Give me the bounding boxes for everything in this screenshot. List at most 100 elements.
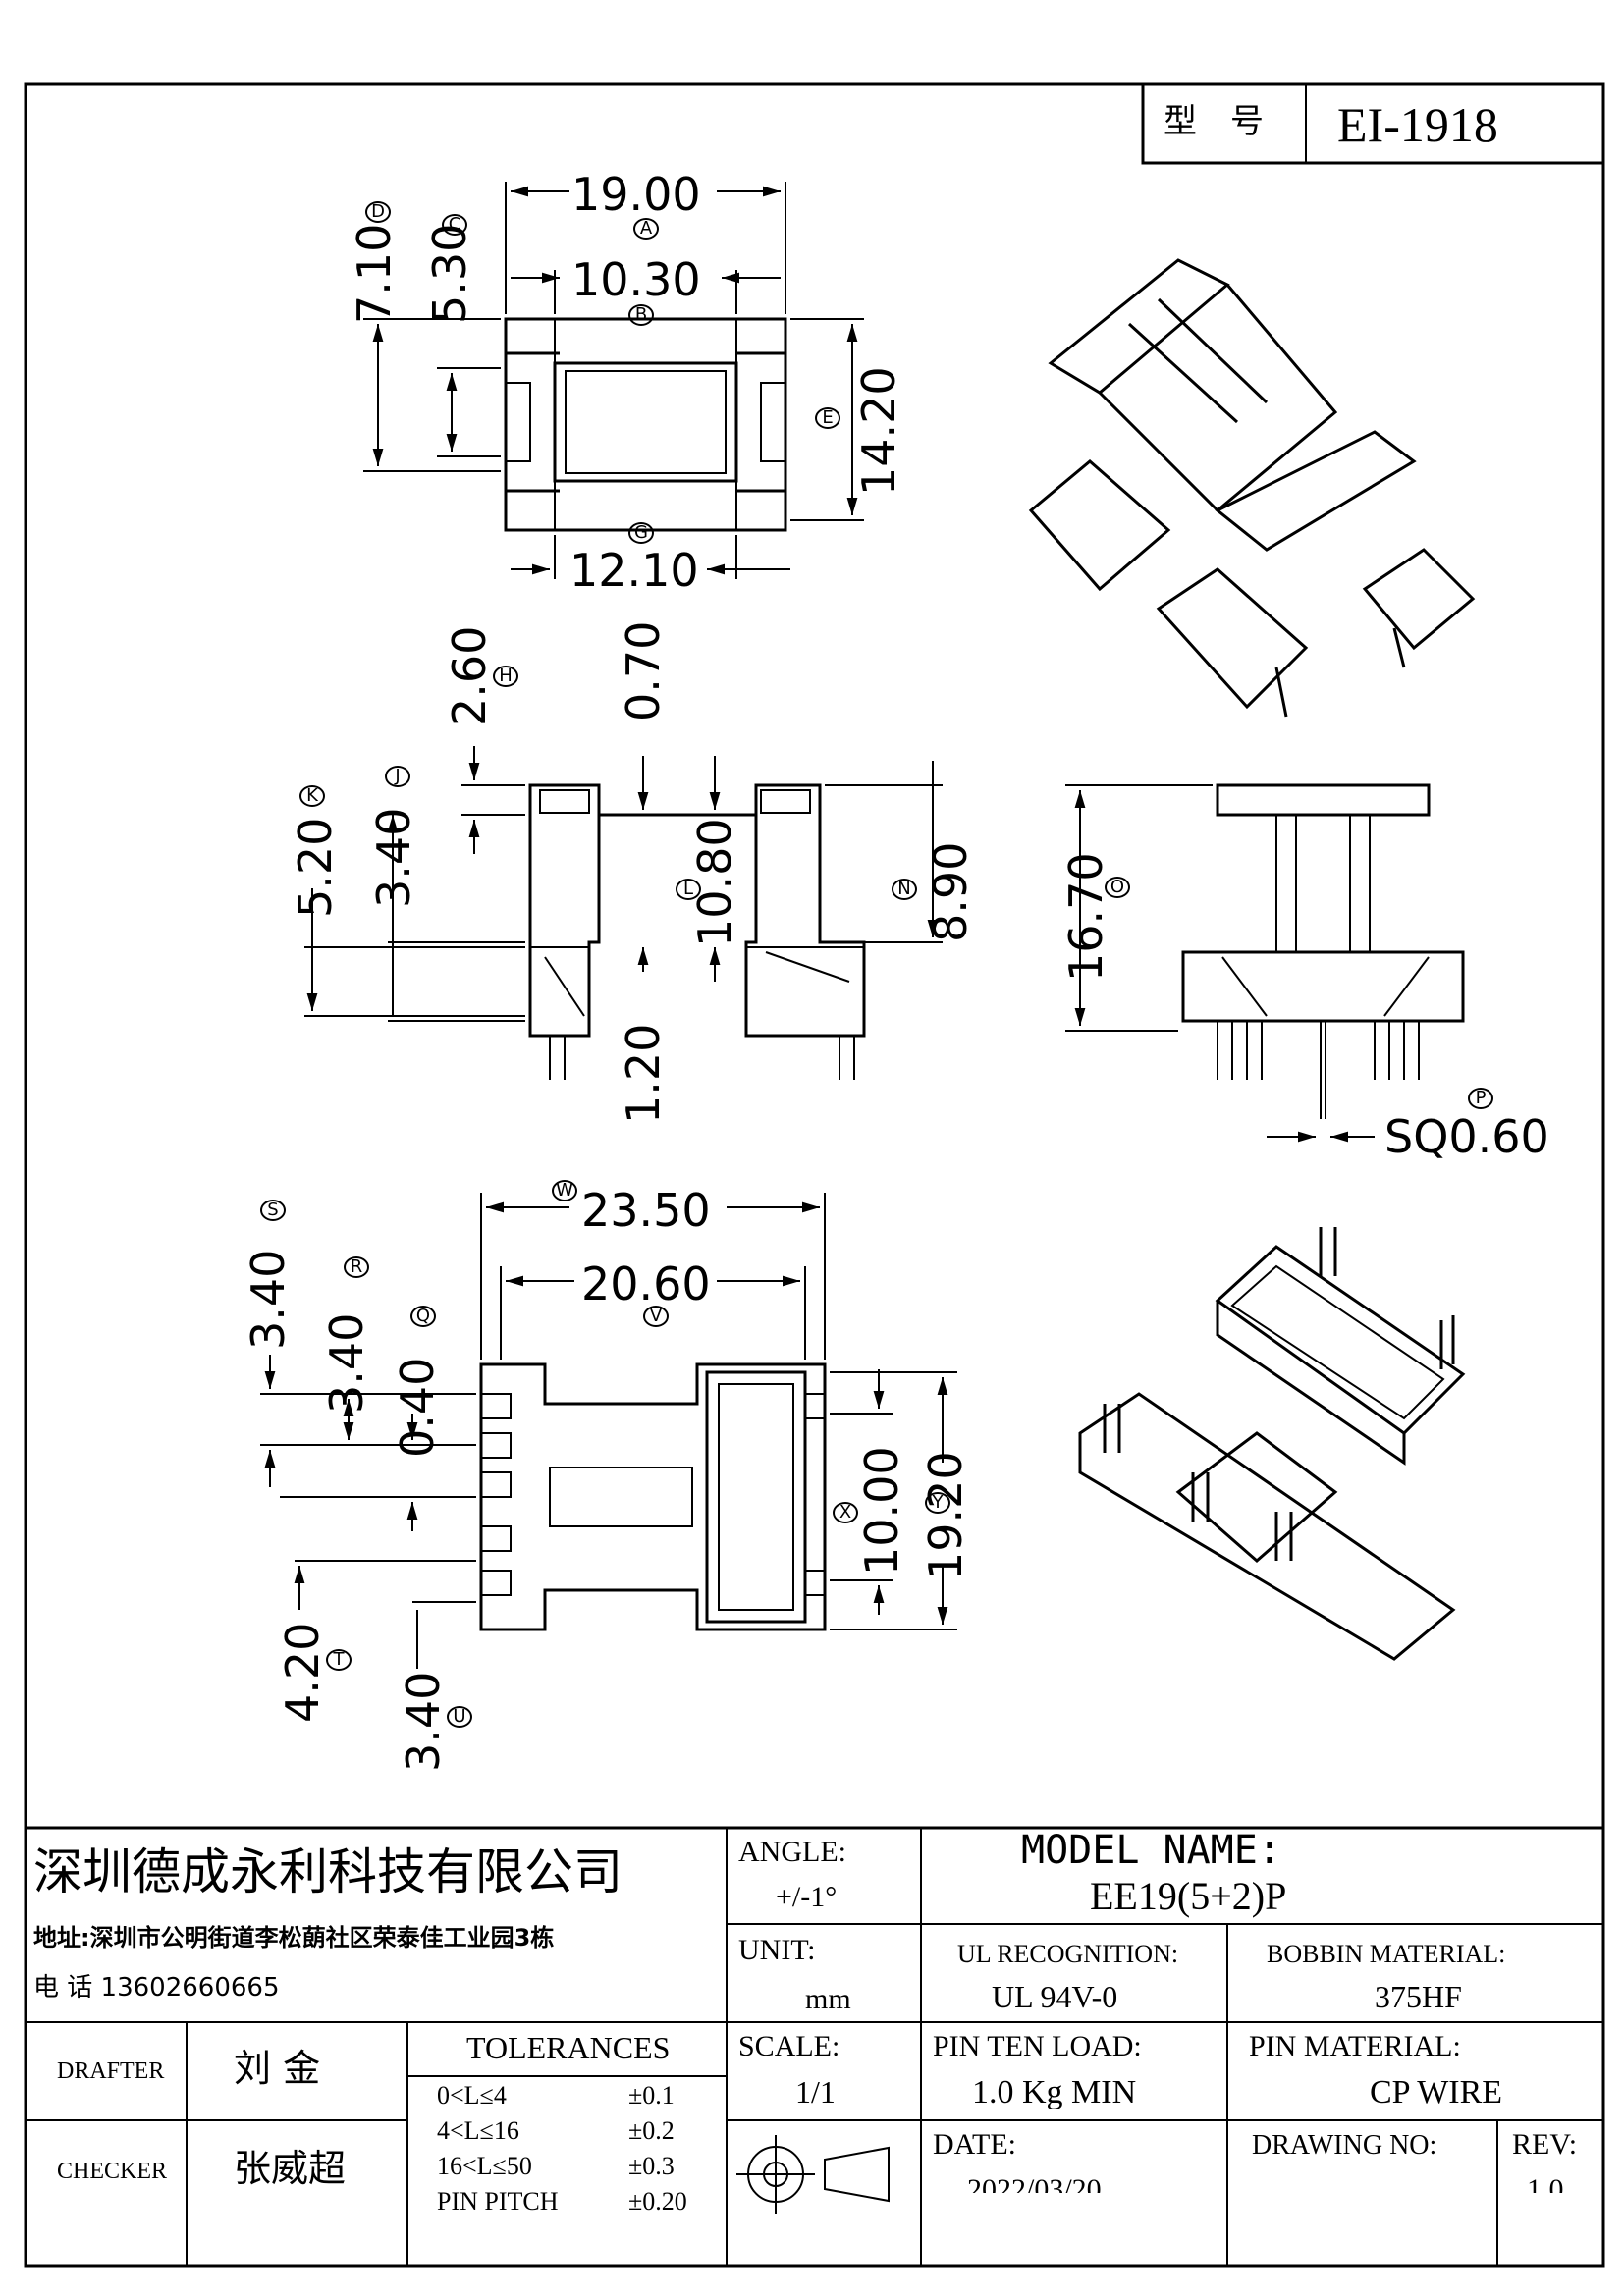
dim-K: 5.20 bbox=[289, 817, 342, 918]
dim-B-ref: B bbox=[628, 304, 654, 326]
dim-L-ref: L bbox=[676, 879, 701, 900]
unit-value: mm bbox=[805, 1983, 851, 2015]
drafter-label: DRAFTER bbox=[57, 2058, 165, 2084]
dim-A-ref: A bbox=[633, 218, 659, 240]
dim-G: 12.10 bbox=[569, 544, 699, 597]
dim-D-ref: D bbox=[365, 201, 391, 223]
pin-load-value: 1.0 Kg MIN bbox=[972, 2074, 1137, 2110]
dim-C-ref: C bbox=[442, 214, 467, 236]
dim-Y-ref: Y bbox=[925, 1492, 950, 1514]
dim-R-ref: R bbox=[344, 1256, 369, 1278]
angle-value: +/-1° bbox=[776, 1881, 838, 1913]
date-label: DATE: bbox=[933, 2128, 1016, 2161]
dim-U-ref: U bbox=[447, 1706, 472, 1728]
pin-material-label: PIN MATERIAL: bbox=[1249, 2030, 1461, 2062]
company-phone: 电 话 13602660665 bbox=[33, 1973, 280, 2002]
company-address: 地址:深圳市公明街道李松蓢社区荣泰佳工业园3栋 bbox=[33, 1924, 555, 1951]
tol-val-1: ±0.2 bbox=[628, 2116, 675, 2145]
dim-E: 14.20 bbox=[852, 366, 905, 496]
dim-X-ref: X bbox=[833, 1502, 858, 1523]
dim-Q-ref: Q bbox=[410, 1306, 436, 1327]
top-view-dimensions bbox=[363, 182, 864, 579]
tolerances-label: TOLERANCES bbox=[466, 2030, 671, 2065]
dim-J: 3.40 bbox=[367, 807, 420, 908]
dim-N-ref: N bbox=[892, 879, 917, 900]
scale-value: 1/1 bbox=[795, 2074, 836, 2109]
dim-Y: 19.20 bbox=[919, 1451, 972, 1580]
ul-label: UL RECOGNITION: bbox=[957, 1940, 1179, 1968]
tol-val-3: ±0.20 bbox=[628, 2187, 687, 2216]
drafter-value: 刘 金 bbox=[234, 2047, 321, 2090]
dim-S-ref: S bbox=[260, 1200, 286, 1221]
rev-value: 1.0 bbox=[1527, 2173, 1564, 2194]
dim-T: 4.20 bbox=[276, 1622, 329, 1723]
dim-S: 3.40 bbox=[242, 1249, 295, 1350]
date-value-clip: 2022/03/20 bbox=[943, 2169, 1218, 2194]
bottom-view-drawing bbox=[479, 1362, 827, 1631]
dim-R: 3.40 bbox=[320, 1312, 373, 1414]
iso-view-bottom bbox=[1078, 1227, 1466, 1661]
tolerance-table: 0<L≤4 ±0.1 4<L≤16 ±0.2 16<L≤50 ±0.3 PIN … bbox=[437, 2083, 722, 2262]
checker-value: 张威超 bbox=[234, 2147, 347, 2190]
dim-P-ref: P bbox=[1468, 1088, 1493, 1109]
dim-D: 7.10 bbox=[348, 223, 401, 324]
date-value: 2022/03/20 bbox=[967, 2173, 1102, 2194]
dim-Q: 0.40 bbox=[391, 1357, 444, 1458]
drawing-no-label: DRAWING NO: bbox=[1252, 2130, 1437, 2161]
dim-H-ref: H bbox=[493, 666, 518, 687]
dim-1-20: 1.20 bbox=[617, 1023, 670, 1124]
dim-W-ref: W bbox=[552, 1180, 577, 1201]
pin-material-value: CP WIRE bbox=[1370, 2074, 1503, 2110]
model-value: EI-1918 bbox=[1337, 97, 1498, 152]
tol-range-0: 0<L≤4 bbox=[437, 2083, 507, 2109]
ul-value: UL 94V-0 bbox=[992, 1979, 1118, 2014]
model-name-label: MODEL NAME: bbox=[1021, 1828, 1281, 1873]
dim-O: 16.70 bbox=[1059, 852, 1112, 982]
dim-V-ref: V bbox=[643, 1306, 669, 1327]
bobbin-value: 375HF bbox=[1375, 1979, 1462, 2014]
dim-T-ref: T bbox=[326, 1649, 352, 1671]
dim-N: 8.90 bbox=[924, 841, 977, 942]
checker-label: CHECKER bbox=[57, 2159, 168, 2184]
dim-E-ref: E bbox=[815, 407, 840, 429]
pin-load-label: PIN TEN LOAD: bbox=[933, 2030, 1142, 2062]
projection-symbol bbox=[736, 2135, 890, 2214]
angle-label: ANGLE: bbox=[738, 1836, 846, 1868]
side-view-dimensions bbox=[1065, 784, 1375, 1143]
dim-H: 2.60 bbox=[443, 625, 496, 726]
dim-O-ref: O bbox=[1105, 877, 1130, 898]
dim-B: 10.30 bbox=[571, 253, 701, 306]
dim-C: 5.30 bbox=[423, 223, 476, 324]
dim-W: 23.50 bbox=[581, 1184, 711, 1237]
tol-range-2: 16<L≤50 bbox=[437, 2152, 532, 2180]
tol-val-0: ±0.1 bbox=[628, 2083, 675, 2109]
tol-val-2: ±0.3 bbox=[628, 2152, 675, 2180]
dim-0-70: 0.70 bbox=[617, 620, 670, 721]
tol-range-3: PIN PITCH bbox=[437, 2187, 559, 2216]
model-label: 型 号 bbox=[1164, 104, 1264, 140]
model-name-value: EE19(5+2)P bbox=[1090, 1874, 1287, 1918]
company-name: 深圳德成永利科技有限公司 bbox=[33, 1843, 623, 1900]
dim-P: SQ0.60 bbox=[1384, 1110, 1549, 1163]
model-header-box bbox=[1141, 82, 1605, 165]
dim-J-ref: J bbox=[385, 766, 410, 787]
top-view-drawing bbox=[504, 317, 787, 532]
dim-A: 19.00 bbox=[571, 168, 701, 221]
sheet-border bbox=[24, 82, 1605, 2268]
front-view-dimensions bbox=[304, 746, 943, 1022]
title-block-grid bbox=[26, 1826, 1603, 2266]
unit-label: UNIT: bbox=[738, 1934, 816, 1966]
bobbin-label: BOBBIN MATERIAL: bbox=[1267, 1940, 1506, 1968]
tol-range-1: 4<L≤16 bbox=[437, 2116, 519, 2145]
dim-X: 10.00 bbox=[855, 1446, 908, 1575]
iso-view-top bbox=[1028, 258, 1476, 718]
dim-U: 3.40 bbox=[397, 1671, 450, 1772]
front-view-drawing bbox=[528, 783, 866, 1080]
scale-label: SCALE: bbox=[738, 2030, 840, 2062]
dim-G-ref: G bbox=[628, 522, 654, 544]
rev-value-clip: 1.0 bbox=[1502, 2169, 1591, 2194]
bottom-view-dimensions bbox=[260, 1193, 957, 1669]
side-view-drawing bbox=[1181, 783, 1465, 1119]
dim-V: 20.60 bbox=[581, 1257, 711, 1310]
